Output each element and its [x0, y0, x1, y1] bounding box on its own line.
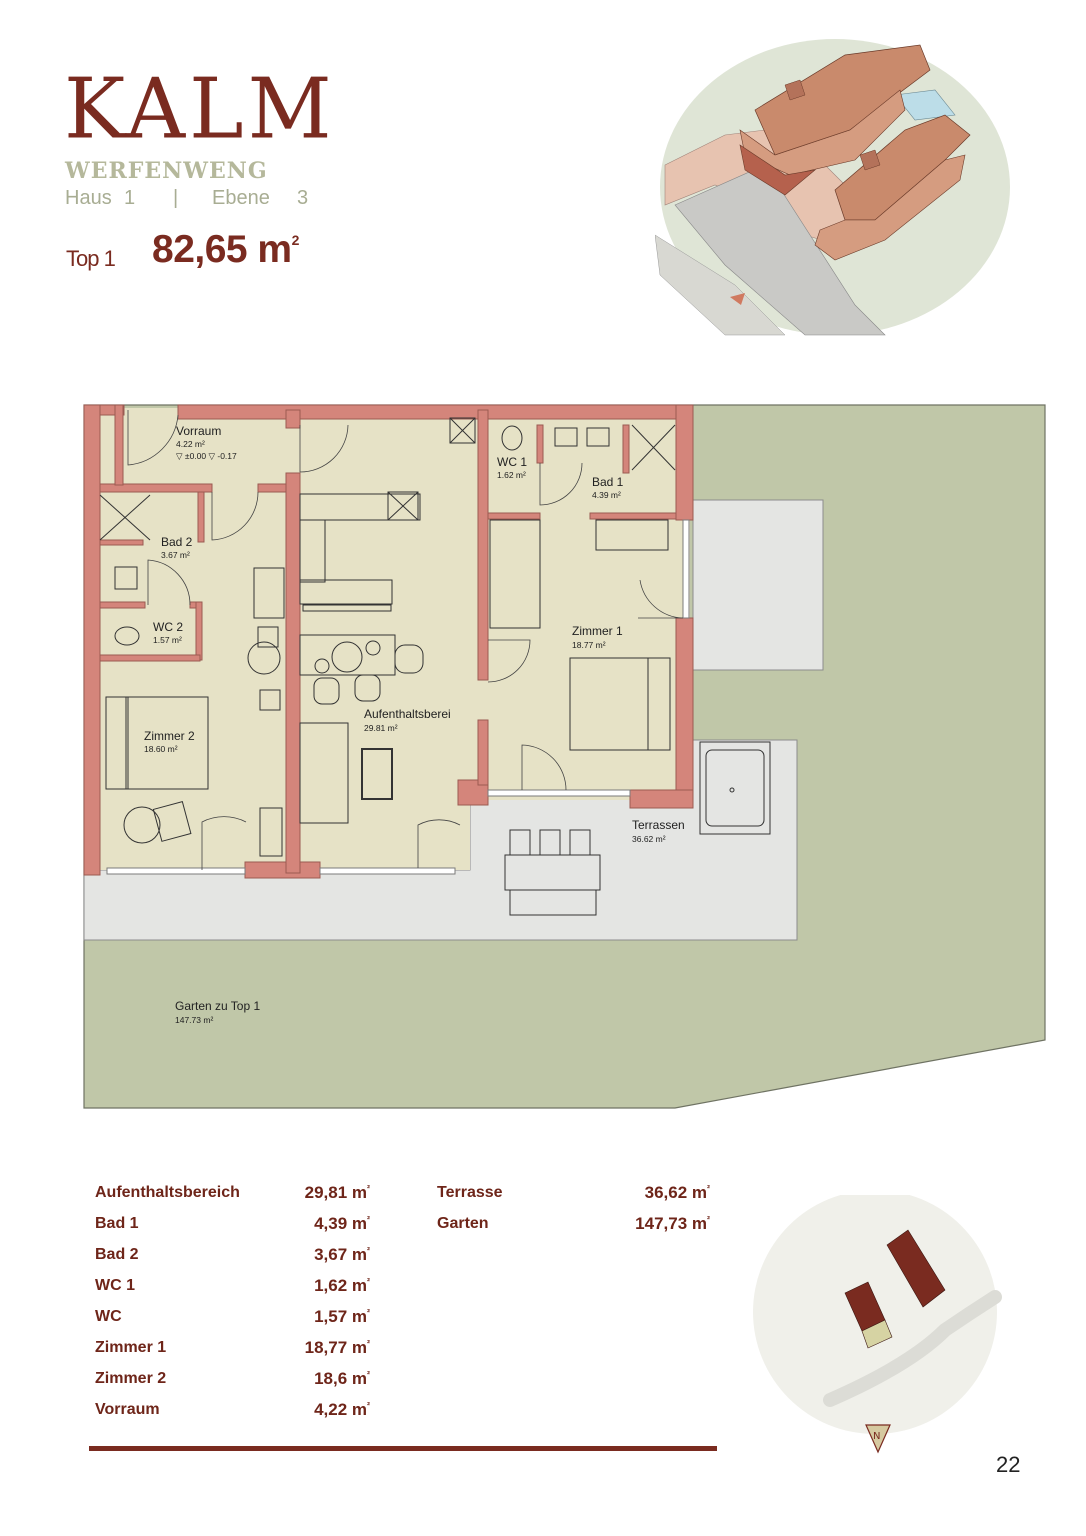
svg-text:▽ ±0.00 ▽ -0.17: ▽ ±0.00 ▽ -0.17 — [176, 451, 237, 461]
area-label: Zimmer 1 — [95, 1339, 167, 1356]
room-label-vorraum: Vorraum — [176, 424, 221, 438]
level-label: Ebene — [212, 187, 270, 209]
svg-text:36.62 m²: 36.62 m² — [632, 834, 666, 844]
svg-text:1.62 m²: 1.62 m² — [497, 470, 526, 480]
area-value: 3,67 m² — [314, 1245, 370, 1264]
room-label-wc1: WC 1 — [497, 455, 527, 469]
north-label: N — [873, 1431, 880, 1442]
svg-text:29.81 m²: 29.81 m² — [364, 723, 398, 733]
level-number: 3 — [297, 187, 309, 209]
location-title: WERFENWENG — [65, 158, 268, 184]
area-value: 36,62 m² — [644, 1183, 710, 1202]
svg-text:1.57 m²: 1.57 m² — [153, 635, 182, 645]
svg-text:18.77 m²: 18.77 m² — [572, 640, 606, 650]
room-label-bad1: Bad 1 — [592, 475, 624, 489]
room-label-terrassen: Terrassen — [632, 818, 685, 832]
svg-text:4.22 m²: 4.22 m² — [176, 439, 205, 449]
house-label: Haus — [65, 187, 112, 209]
svg-text:3.67 m²: 3.67 m² — [161, 550, 190, 560]
area-label: Zimmer 2 — [95, 1370, 167, 1387]
meta-separator: | — [173, 187, 179, 209]
balcony-area — [692, 499, 824, 671]
north-arrow-icon — [865, 1424, 891, 1454]
divider-rule — [89, 1446, 717, 1451]
area-value: 1,57 m² — [314, 1307, 370, 1326]
area-label: Bad 2 — [95, 1246, 139, 1263]
room-label-garten: Garten zu Top 1 — [175, 999, 260, 1013]
svg-text:4.39 m²: 4.39 m² — [592, 490, 621, 500]
brand-logo: KALM — [64, 61, 336, 158]
area-value: 4,22 m² — [314, 1400, 370, 1419]
area-value: 147,73 m² — [635, 1214, 710, 1233]
page-number: 22 — [996, 1452, 1021, 1477]
room-label-aufenthalt: Aufenthaltsberei — [364, 707, 451, 721]
unit-area-value: 82,65 m — [152, 228, 292, 271]
area-label: WC — [95, 1308, 122, 1325]
area-label: Terrasse — [437, 1184, 503, 1201]
svg-text:147.73 m²: 147.73 m² — [175, 1015, 213, 1025]
area-label: Bad 1 — [95, 1215, 139, 1232]
room-label-wc2: WC 2 — [153, 620, 183, 634]
site-plan-mini: N — [753, 1195, 1002, 1454]
area-value: 18,77 m² — [304, 1338, 370, 1357]
area-value: 18,6 m² — [314, 1369, 370, 1388]
area-label: Aufenthaltsbereich — [95, 1184, 240, 1201]
room-label-zimmer1: Zimmer 1 — [572, 624, 623, 638]
area-value: 1,62 m² — [314, 1276, 370, 1295]
room-label-bad2: Bad 2 — [161, 535, 193, 549]
unit-label: Top 1 — [66, 246, 116, 271]
area-value: 29,81 m² — [304, 1183, 370, 1202]
area-label: WC 1 — [95, 1277, 135, 1294]
unit-area: 82,65 m2 — [152, 228, 299, 272]
area-label: Vorraum — [95, 1401, 160, 1418]
area-value: 4,39 m² — [314, 1214, 370, 1233]
area-label: Garten — [437, 1215, 489, 1232]
room-label-zimmer2: Zimmer 2 — [144, 729, 195, 743]
svg-text:18.60 m²: 18.60 m² — [144, 744, 178, 754]
isometric-site-rendering — [655, 39, 1010, 336]
unit-area-sup: 2 — [291, 232, 300, 248]
house-number: 1 — [124, 187, 136, 209]
